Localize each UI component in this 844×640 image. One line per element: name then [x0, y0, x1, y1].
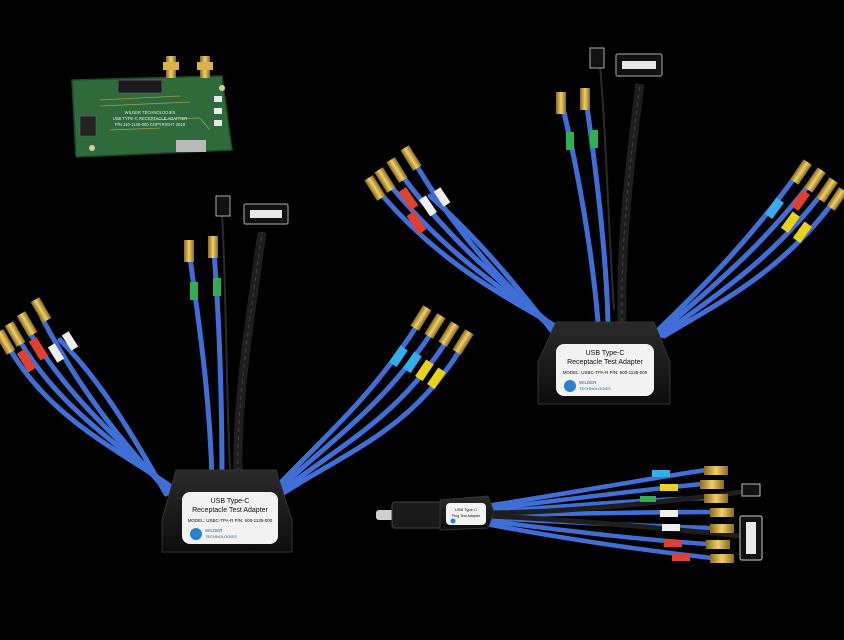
sma-connector — [704, 494, 728, 503]
sma-connector — [364, 175, 386, 201]
wilder-logo-icon — [564, 380, 576, 392]
sma-connector — [704, 466, 728, 475]
sma-connector — [400, 145, 422, 171]
plug-adapter-label-line-1: USB Type-C — [455, 507, 477, 512]
cable-marker-white — [61, 331, 79, 351]
pcb-usb-c-receptacle — [117, 79, 163, 94]
receptacle-adapter-right: USB Type-C Receptacle Test Adapter MODEL… — [364, 47, 844, 405]
sma-connector — [804, 167, 826, 193]
cable-marker-yellow — [427, 367, 446, 390]
cable-bundle-right — [267, 321, 463, 497]
sma-connector — [700, 480, 724, 489]
wilder-logo-icon — [190, 528, 202, 540]
sma-connector — [410, 305, 432, 331]
plug-adapter: USB Type-C Plug Test Adapter — [376, 466, 763, 563]
sma-connector — [710, 554, 734, 563]
cable-marker-green — [640, 496, 656, 502]
adapter-title-line-1: USB Type-C — [211, 498, 250, 505]
sma-connector — [424, 313, 446, 339]
adapter-brand-line-2: TECHNOLOGIES — [579, 386, 611, 391]
pcb-sma-connector — [163, 56, 179, 78]
cable-marker-yellow — [780, 211, 800, 234]
sma-connector — [184, 240, 194, 262]
pcb-label-line-1: WILDER TECHNOLOGIES — [125, 110, 176, 115]
adapter-title-line-1: USB Type-C — [586, 350, 625, 357]
cable-marker-red — [790, 189, 810, 212]
cable-marker-yellow — [660, 484, 678, 491]
pcb-label-line-2: USB TYPE-C RECEPTACLE ADAPTER — [113, 116, 188, 121]
cable-marker-yellow — [415, 359, 434, 382]
jumper-connector — [215, 195, 231, 217]
cable-marker-green — [566, 132, 574, 150]
cable-marker-red — [406, 211, 427, 235]
sma-connector — [4, 321, 26, 347]
sma-connector — [816, 177, 838, 203]
cable-marker-red — [16, 349, 37, 373]
sma-connector — [710, 508, 734, 517]
black-wire-bundle — [617, 83, 645, 323]
adapter-title-line-2: Receptacle Test Adapter — [567, 359, 643, 366]
cable-marker-white — [660, 510, 678, 517]
black-wire-bundle — [233, 231, 267, 481]
pcb-label-line-3: P/N 110-1136-000 COPYRIGHT 2019 — [115, 122, 186, 127]
sma-connector — [374, 167, 396, 193]
cable-marker-red — [398, 187, 419, 211]
adapter-model: MODEL: USBC-TPA-R P/N: 600-1135-000 — [188, 518, 273, 523]
sma-connector — [208, 236, 218, 258]
sma-connector — [452, 329, 474, 355]
cable-bundle-left — [373, 155, 575, 339]
pcb-board: WILDER TECHNOLOGIES USB TYPE-C RECEPTACL… — [71, 56, 233, 158]
cable-marker-yellow — [792, 221, 812, 244]
cable-marker-cyan — [403, 351, 422, 374]
plug-adapter-label-line-2: Plug Test Adapter — [452, 514, 481, 518]
sma-connector — [30, 297, 52, 323]
cable-marker-cyan — [652, 470, 670, 477]
cable-marker-white — [662, 524, 680, 531]
sma-connector — [706, 540, 730, 549]
cable-marker-green — [190, 282, 198, 300]
usb-c-plug — [376, 510, 396, 520]
jumper-connector — [589, 47, 605, 69]
sma-connector — [16, 311, 38, 337]
sma-connector — [386, 157, 408, 183]
adapter-brand-line-1: WILDER — [579, 380, 597, 385]
adapter-label — [182, 492, 278, 544]
cable-marker-white — [47, 343, 65, 363]
plug-adapter-label — [446, 503, 486, 525]
sma-connector — [790, 159, 812, 185]
cable-marker-green — [213, 278, 221, 296]
adapter-title-line-2: Receptacle Test Adapter — [192, 507, 268, 514]
cable-marker-red — [664, 540, 682, 547]
adapter-brand-line-2: TECHNOLOGIES — [205, 534, 237, 539]
cable-marker-white — [433, 187, 451, 207]
cable-marker-white — [419, 195, 437, 217]
cable-marker-cyan — [389, 345, 408, 368]
pcb-sma-connector — [197, 56, 213, 78]
wilder-logo-icon — [450, 518, 456, 524]
sma-connector — [0, 329, 16, 355]
cable-marker-red — [672, 554, 690, 561]
sma-connector — [556, 92, 566, 114]
adapter-label — [556, 344, 654, 396]
sma-connector — [826, 187, 844, 211]
cable-marker-cyan — [764, 197, 784, 220]
sma-connector — [580, 88, 590, 110]
sma-connector — [710, 524, 734, 533]
cable-marker-green — [590, 130, 598, 148]
receptacle-adapter-left: USB Type-C Receptacle Test Adapter MODEL… — [0, 195, 474, 553]
jumper-connector — [741, 483, 761, 497]
cable-marker-red — [28, 337, 49, 361]
adapter-brand-line-1: WILDER — [205, 528, 223, 533]
sma-connector — [438, 321, 460, 347]
adapter-model: MODEL: USBC-TPA-R P/N: 600-1135-000 — [563, 370, 648, 375]
